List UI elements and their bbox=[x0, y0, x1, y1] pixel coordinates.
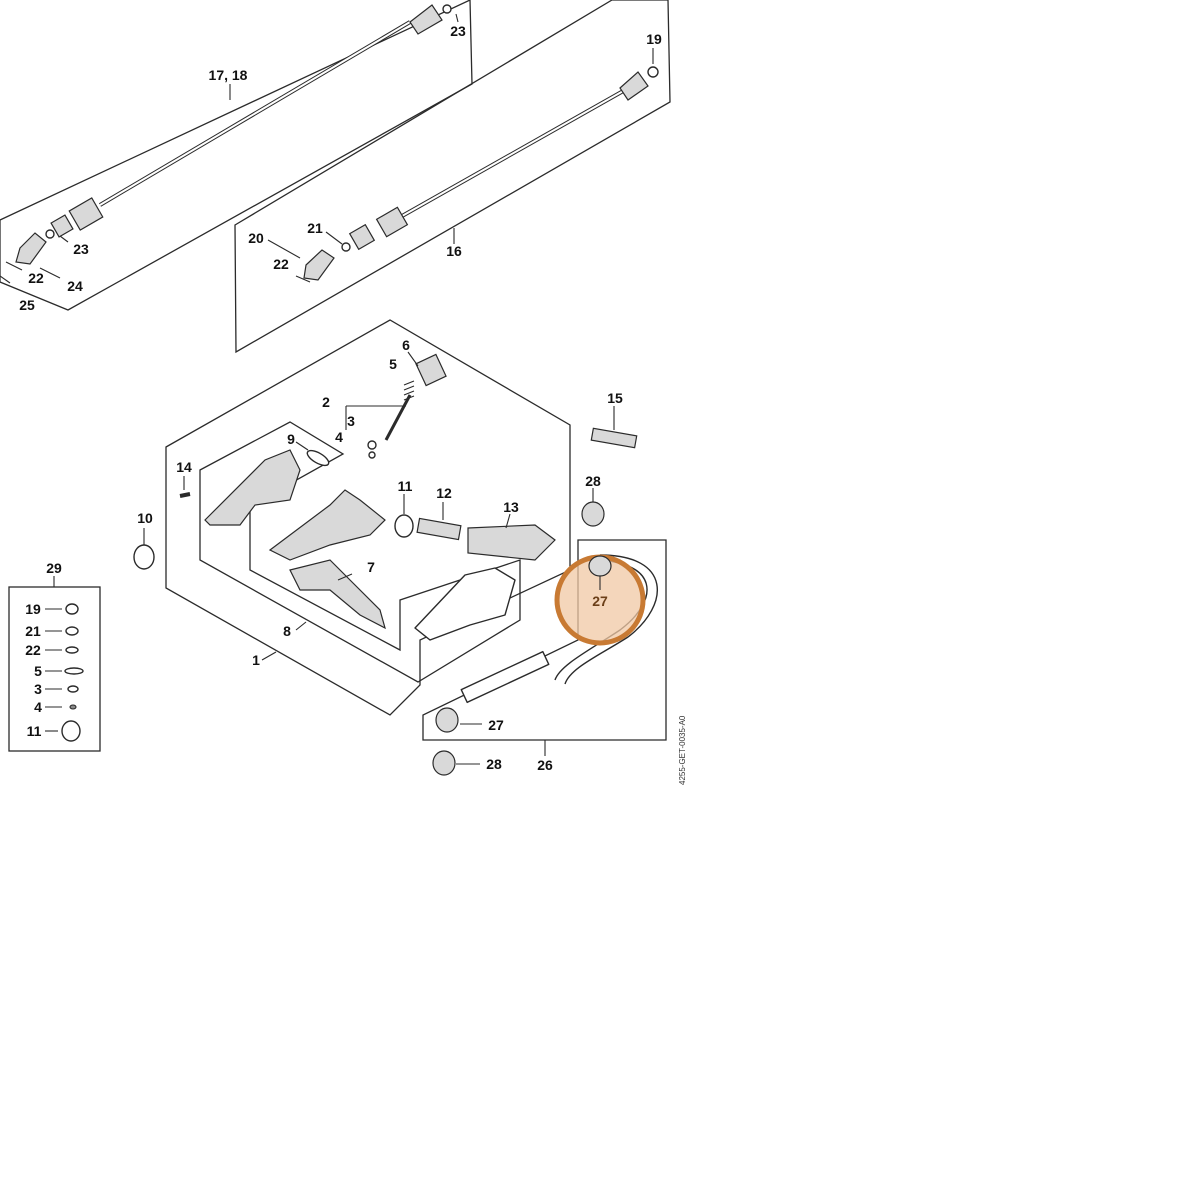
nozzle-elbow-20[interactable] bbox=[303, 249, 335, 281]
kit-label-11: 11 bbox=[27, 723, 42, 739]
kit-29-parts bbox=[45, 603, 84, 742]
nut-23[interactable] bbox=[50, 214, 74, 238]
o-ring-23[interactable] bbox=[45, 229, 55, 239]
label-22: 22 bbox=[28, 270, 44, 286]
label-8: 8 bbox=[283, 623, 291, 639]
frame-gun-8 bbox=[199, 421, 521, 683]
label-3: 3 bbox=[347, 413, 355, 429]
kit-label-19: 19 bbox=[25, 601, 41, 617]
frame-kit-29 bbox=[8, 586, 101, 752]
label-23: 23 bbox=[73, 241, 89, 257]
label-14: 14 bbox=[176, 459, 192, 475]
label-22-lance16: 22 bbox=[273, 256, 289, 272]
label-16: 16 bbox=[446, 243, 462, 259]
kit-o-ring-21[interactable] bbox=[65, 626, 79, 636]
label-6: 6 bbox=[402, 337, 410, 353]
o-ring-11[interactable] bbox=[394, 514, 414, 538]
kit-o-ring-19[interactable] bbox=[65, 603, 79, 615]
kit-label-22: 22 bbox=[25, 642, 41, 658]
label-19: 19 bbox=[646, 31, 662, 47]
label-2: 2 bbox=[322, 394, 330, 410]
frame-lance-16 bbox=[234, 0, 671, 354]
part-25[interactable] bbox=[0, 275, 11, 284]
label-1: 1 bbox=[252, 652, 260, 668]
label-20: 20 bbox=[248, 230, 264, 246]
o-ring-19[interactable] bbox=[647, 66, 659, 78]
label-11: 11 bbox=[398, 478, 413, 494]
frame-lance-17-18 bbox=[0, 0, 473, 311]
label-5: 5 bbox=[389, 356, 397, 372]
grip-cover[interactable] bbox=[414, 567, 516, 641]
highlight-marker[interactable]: 27 bbox=[554, 554, 646, 646]
part-15[interactable] bbox=[590, 427, 638, 449]
kit-o-ring-11[interactable] bbox=[61, 720, 81, 742]
o-ring-22-lance16[interactable] bbox=[295, 275, 311, 283]
kit-label-21: 21 bbox=[25, 623, 41, 639]
o-ring-23-top[interactable] bbox=[442, 4, 452, 14]
kit-label-3: 3 bbox=[34, 681, 42, 697]
nut-28-top[interactable] bbox=[581, 501, 605, 527]
screw-14[interactable] bbox=[179, 492, 191, 498]
label-4: 4 bbox=[335, 429, 343, 445]
label-13: 13 bbox=[503, 499, 519, 515]
nut-27[interactable] bbox=[435, 707, 459, 733]
o-ring-21[interactable] bbox=[341, 242, 351, 252]
lance-17-18[interactable] bbox=[68, 4, 443, 231]
label-21: 21 bbox=[307, 220, 323, 236]
o-ring-22-small[interactable] bbox=[5, 261, 23, 271]
gun-handle-9[interactable] bbox=[204, 448, 331, 526]
label-9: 9 bbox=[287, 431, 295, 447]
part-13[interactable] bbox=[467, 524, 556, 561]
kit-label-5: 5 bbox=[34, 663, 42, 679]
leader-lines bbox=[39, 13, 654, 765]
frame-hose-26 bbox=[422, 539, 667, 741]
nut-28[interactable] bbox=[432, 750, 456, 776]
highlight-label: 27 bbox=[592, 593, 608, 609]
label-26: 26 bbox=[537, 757, 553, 773]
label-12: 12 bbox=[436, 485, 452, 501]
label-7: 7 bbox=[367, 559, 375, 575]
o-ring-4[interactable] bbox=[368, 451, 376, 459]
o-ring-3[interactable] bbox=[367, 440, 377, 450]
label-27: 27 bbox=[488, 717, 504, 733]
label-28-top: 28 bbox=[585, 473, 601, 489]
kit-label-4: 4 bbox=[34, 699, 42, 715]
kit-o-ring-22[interactable] bbox=[65, 646, 79, 654]
frame-gun-1 bbox=[165, 319, 571, 716]
label-23-top: 23 bbox=[450, 23, 466, 39]
nozzle-elbow-24[interactable] bbox=[15, 232, 47, 265]
o-ring-10[interactable] bbox=[133, 544, 155, 570]
label-29: 29 bbox=[46, 560, 62, 576]
kit-o-ring-4[interactable] bbox=[69, 704, 77, 710]
highlighted-nut-27[interactable] bbox=[588, 555, 612, 577]
valve-2[interactable] bbox=[384, 353, 447, 441]
label-10: 10 bbox=[137, 510, 153, 526]
document-code: 4255-GET-0035-A0 bbox=[678, 715, 687, 785]
label-15: 15 bbox=[607, 390, 623, 406]
label-24: 24 bbox=[67, 278, 83, 294]
label-28: 28 bbox=[486, 756, 502, 772]
trigger-7[interactable] bbox=[289, 559, 386, 630]
label-25: 25 bbox=[19, 297, 35, 313]
kit-spring-5[interactable] bbox=[64, 667, 84, 675]
nut-21[interactable] bbox=[348, 223, 376, 251]
kit-29-labels: 19 21 22 5 3 4 11 bbox=[25, 601, 42, 739]
valve-body[interactable] bbox=[268, 489, 386, 561]
part-12[interactable] bbox=[416, 517, 462, 541]
hose-segment[interactable] bbox=[460, 650, 550, 704]
label-17-18: 17, 18 bbox=[209, 67, 248, 83]
lance-16[interactable] bbox=[375, 71, 649, 238]
kit-o-ring-3[interactable] bbox=[67, 685, 79, 693]
callout-labels: 17, 18 23 19 23 22 24 25 21 20 22 16 6 5… bbox=[19, 23, 662, 773]
